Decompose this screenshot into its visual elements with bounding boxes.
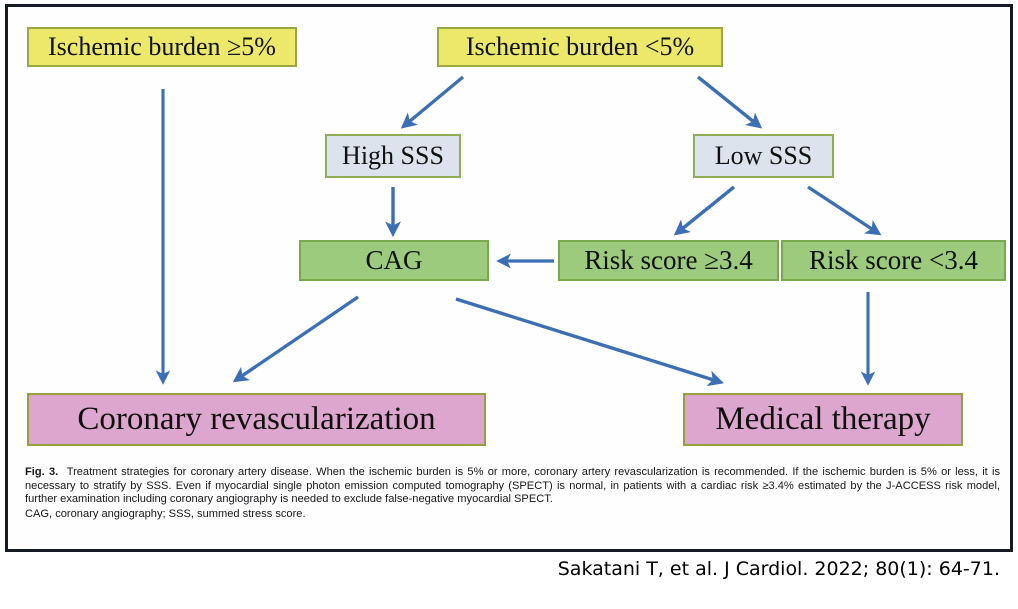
caption-abbreviations: CAG, coronary angiography; SSS, summed s… (25, 507, 306, 520)
source-citation: Sakatani T, et al. J Cardiol. 2022; 80(1… (557, 558, 1000, 580)
node-risk-score-high[interactable]: Risk score ≥3.4 (558, 240, 779, 281)
arrow-cag-to-medical-therapy (455, 297, 724, 387)
arrow-low-sss-to-risk-high (673, 185, 736, 236)
figure-panel: Ischemic burden ≥5% Ischemic burden <5% … (5, 4, 1013, 552)
caption-body: Treatment strategies for coronary artery… (25, 466, 1001, 506)
node-medical-therapy[interactable]: Medical therapy (683, 393, 963, 446)
arrow-burden-low-to-low-sss (696, 75, 763, 129)
caption-main: Fig. 3. Treatment strategies for coronar… (25, 466, 1000, 507)
arrow-cag-to-revascularization (232, 295, 359, 383)
figure-caption: Fig. 3. Treatment strategies for coronar… (25, 466, 1000, 521)
arrow-low-sss-to-risk-low (807, 185, 882, 236)
node-high-sss[interactable]: High SSS (325, 134, 461, 178)
node-ischemic-burden-high[interactable]: Ischemic burden ≥5% (27, 27, 297, 67)
node-cag[interactable]: CAG (299, 240, 489, 281)
treatment-strategy-flowchart: Ischemic burden ≥5% Ischemic burden <5% … (8, 7, 1010, 462)
node-low-sss[interactable]: Low SSS (693, 134, 834, 178)
arrow-burden-low-to-high-sss (400, 75, 465, 129)
figure-label: Fig. 3. (25, 466, 59, 478)
node-risk-score-low[interactable]: Risk score <3.4 (781, 240, 1006, 281)
node-coronary-revascularization[interactable]: Coronary revascularization (27, 393, 486, 446)
node-ischemic-burden-low[interactable]: Ischemic burden <5% (437, 27, 723, 67)
